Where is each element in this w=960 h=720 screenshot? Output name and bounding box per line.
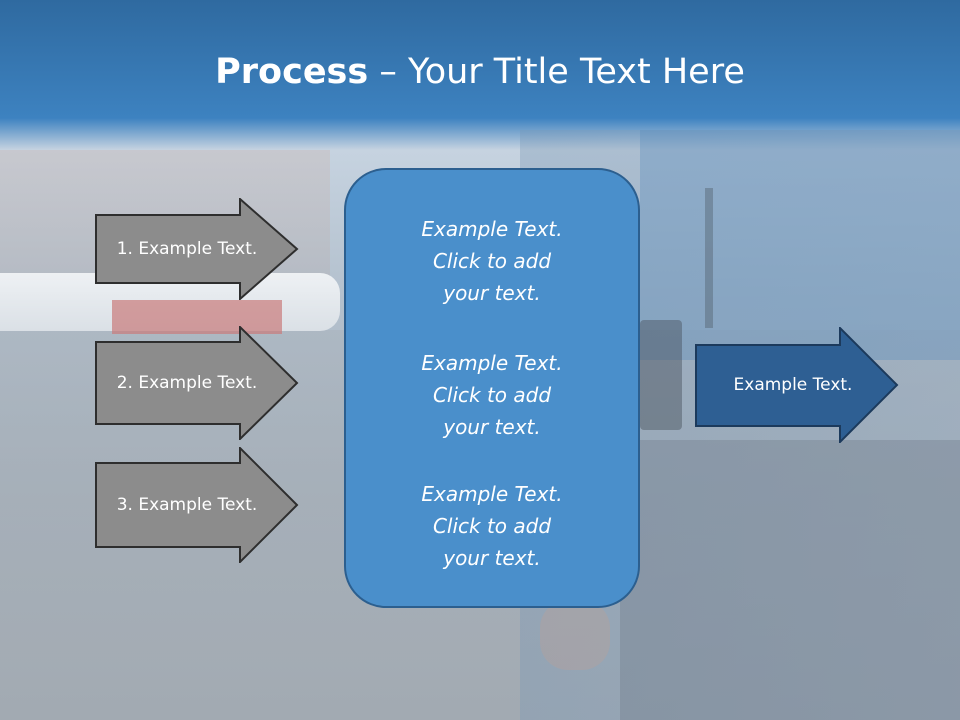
left-arrow-label: 2. Example Text. (116, 373, 258, 393)
right-arrow-label: Example Text. (733, 375, 853, 395)
center-text-block-2[interactable]: Example Text. Click to add your text. (344, 347, 640, 443)
arrow-shape (695, 327, 899, 443)
arrow-shape (95, 326, 299, 440)
background-barrier-stripe (112, 300, 282, 334)
center-line: Example Text. (421, 217, 563, 241)
left-arrow-1[interactable]: 1. Example Text. (95, 198, 299, 300)
center-line: Click to add (432, 249, 552, 273)
background-radio (640, 320, 682, 430)
title-rest: – Your Title Text Here (368, 52, 745, 92)
center-line: Example Text. (421, 482, 563, 506)
background-shirt (640, 130, 960, 360)
left-arrow-label: 1. Example Text. (116, 239, 258, 259)
arrow-shape (95, 198, 299, 300)
center-text-block-1[interactable]: Example Text. Click to add your text. (344, 213, 640, 309)
center-text-box[interactable] (344, 168, 640, 608)
left-arrow-3[interactable]: 3. Example Text. (95, 447, 299, 563)
background-pants (620, 440, 960, 720)
background-hand (540, 600, 610, 670)
title-bold: Process (215, 52, 369, 92)
center-line: your text. (443, 281, 541, 305)
center-line: Example Text. (421, 351, 563, 375)
left-arrow-2[interactable]: 2. Example Text. (95, 326, 299, 440)
background-radio-antenna (705, 188, 713, 328)
right-arrow[interactable]: Example Text. (695, 327, 899, 443)
center-line: Click to add (432, 383, 552, 407)
center-text-block-3[interactable]: Example Text. Click to add your text. (344, 478, 640, 574)
slide-title[interactable]: Process – Your Title Text Here (0, 52, 960, 92)
left-arrow-label: 3. Example Text. (116, 495, 258, 515)
arrow-shape (95, 447, 299, 563)
center-line: your text. (443, 546, 541, 570)
center-line: Click to add (432, 514, 552, 538)
center-line: your text. (443, 415, 541, 439)
